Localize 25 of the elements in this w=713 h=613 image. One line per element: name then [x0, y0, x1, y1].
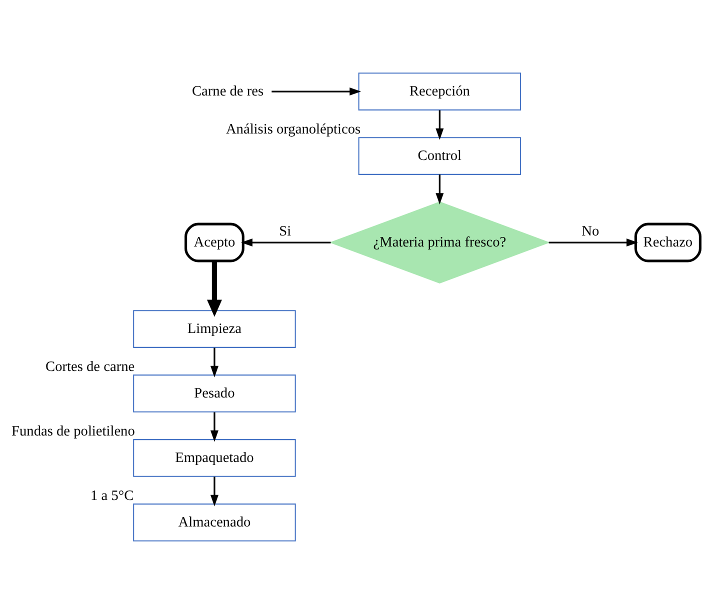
node-diamond: ¿Materia prima fresco?	[329, 201, 550, 283]
arrow	[210, 412, 218, 442]
arrow	[436, 174, 444, 204]
node-label: Análisis organolépticos	[226, 121, 361, 138]
arrow	[272, 87, 362, 96]
node-box: Almacenado	[133, 503, 296, 541]
node-label: 1 a 5°C	[90, 488, 134, 504]
node-label: Cortes de carne	[46, 358, 135, 375]
node-box: Control	[358, 136, 522, 174]
node-box: Rechazo	[634, 222, 702, 262]
node-box: Empaquetado	[133, 438, 296, 476]
node-label: Fundas de polietileno	[12, 423, 135, 440]
arrow	[548, 238, 638, 246]
arrow	[436, 110, 444, 140]
node-box: Pesado	[133, 374, 296, 412]
node-box: Limpieza	[133, 310, 296, 348]
node-text: Carne de res	[192, 82, 264, 99]
arrow	[210, 347, 218, 377]
node-box: Acepto	[184, 222, 244, 262]
arrow	[210, 476, 218, 506]
edge-label: Si	[279, 223, 292, 240]
edge-label: No	[582, 223, 600, 240]
arrow	[240, 238, 331, 246]
arrow	[206, 260, 222, 316]
node-box: Recepción	[358, 72, 522, 110]
